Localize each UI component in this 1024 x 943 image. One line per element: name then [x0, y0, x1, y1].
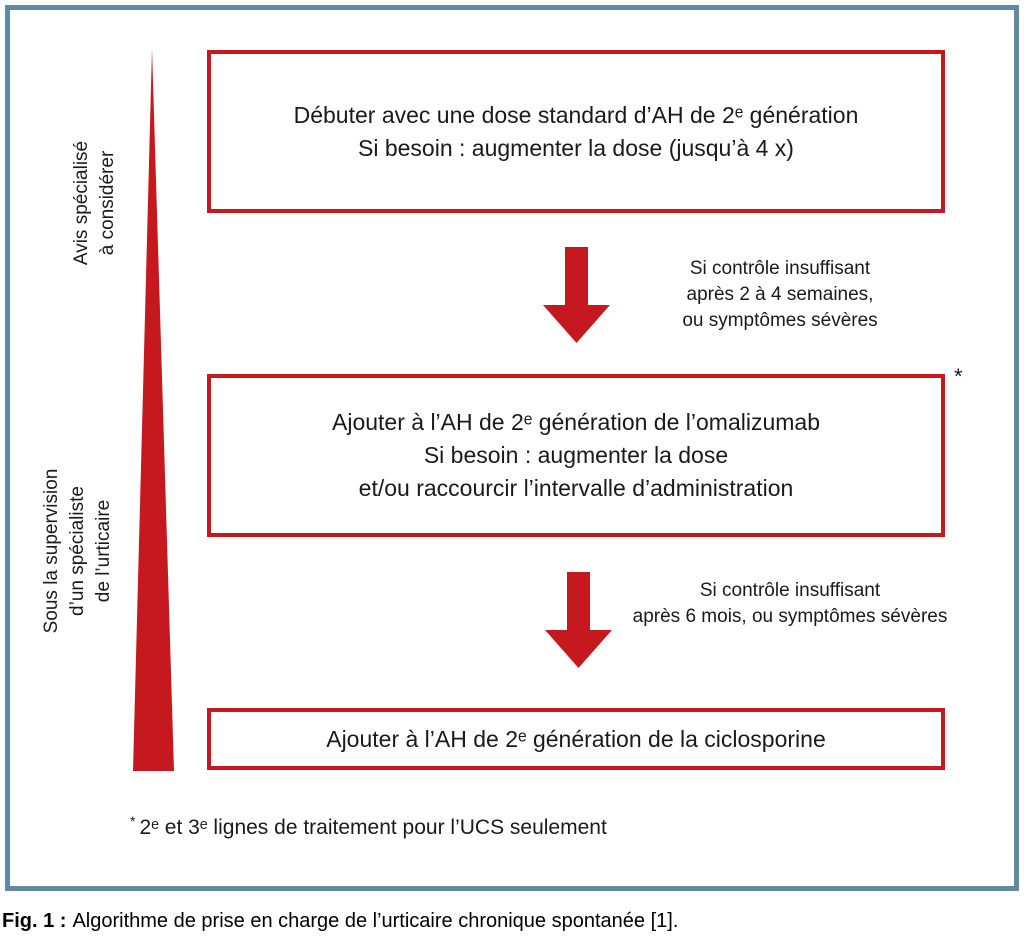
step-1-line: Débuter avec une dose standard d’AH de 2…	[293, 101, 859, 128]
step-1-line: Si besoin : augmenter la dose (jusqu’à 4…	[358, 134, 794, 161]
side-label-line: Sous la supervision	[41, 468, 62, 634]
step-2-line: Si besoin : augmenter la dose	[423, 442, 729, 468]
step-2-box: Ajouter à l’AH de 2ᵉ génération de l’oma…	[207, 374, 945, 537]
side-label-line: à considérer	[97, 150, 118, 256]
footnote-marker: *	[130, 813, 136, 829]
escalation-wedge-icon	[133, 49, 174, 771]
step-3-text: Ajouter à l’AH de 2ᵉ génération de la ci…	[326, 723, 826, 756]
condition-line: après 6 mois, ou symptômes sévères	[632, 606, 948, 627]
side-label-specialist-advice: Avis spécialisé à considérer	[69, 118, 121, 288]
footnote-reference-asterisk: *	[954, 364, 963, 389]
down-arrow-icon	[545, 572, 612, 668]
footnote-text: 2ᵉ et 3ᵉ lignes de traitement pour l’UCS…	[139, 816, 607, 839]
step-1-text: Débuter avec une dose standard d’AH de 2…	[294, 99, 859, 165]
figure-caption: Fig. 1 :Algorithme de prise en charge de…	[2, 910, 678, 933]
step-3-line: Ajouter à l’AH de 2ᵉ génération de la ci…	[326, 725, 826, 752]
condition-line: après 2 à 4 semaines,	[686, 284, 874, 305]
arrow-2-condition: Si contrôle insuffisant après 6 mois, ou…	[625, 578, 955, 630]
side-label-line: Avis spécialisé	[71, 140, 92, 266]
condition-line: ou symptômes sévères	[682, 310, 878, 331]
side-label-specialist-supervision: Sous la supervision d’un spécialiste de …	[39, 451, 117, 651]
condition-line: Si contrôle insuffisant	[689, 258, 871, 279]
condition-line: Si contrôle insuffisant	[699, 580, 881, 601]
step-2-text: Ajouter à l’AH de 2ᵉ génération de l’oma…	[332, 406, 820, 505]
side-label-line: de l’urticaire	[93, 499, 114, 603]
step-2-line: Ajouter à l’AH de 2ᵉ génération de l’oma…	[332, 409, 820, 435]
step-1-box: Débuter avec une dose standard d’AH de 2…	[207, 50, 945, 213]
side-label-line: d’un spécialiste	[67, 486, 88, 616]
figure-caption-text: Algorithme de prise en charge de l’urtic…	[72, 910, 679, 932]
step-3-box: Ajouter à l’AH de 2ᵉ génération de la ci…	[207, 708, 945, 770]
step-2-line: et/ou raccourcir l’intervalle d’administ…	[358, 475, 794, 501]
footnote: *2ᵉ et 3ᵉ lignes de traitement pour l’UC…	[130, 813, 607, 840]
figure-caption-label: Fig. 1 :	[2, 910, 67, 932]
down-arrow-icon	[543, 247, 610, 343]
arrow-1-condition: Si contrôle insuffisant après 2 à 4 sema…	[655, 256, 905, 334]
